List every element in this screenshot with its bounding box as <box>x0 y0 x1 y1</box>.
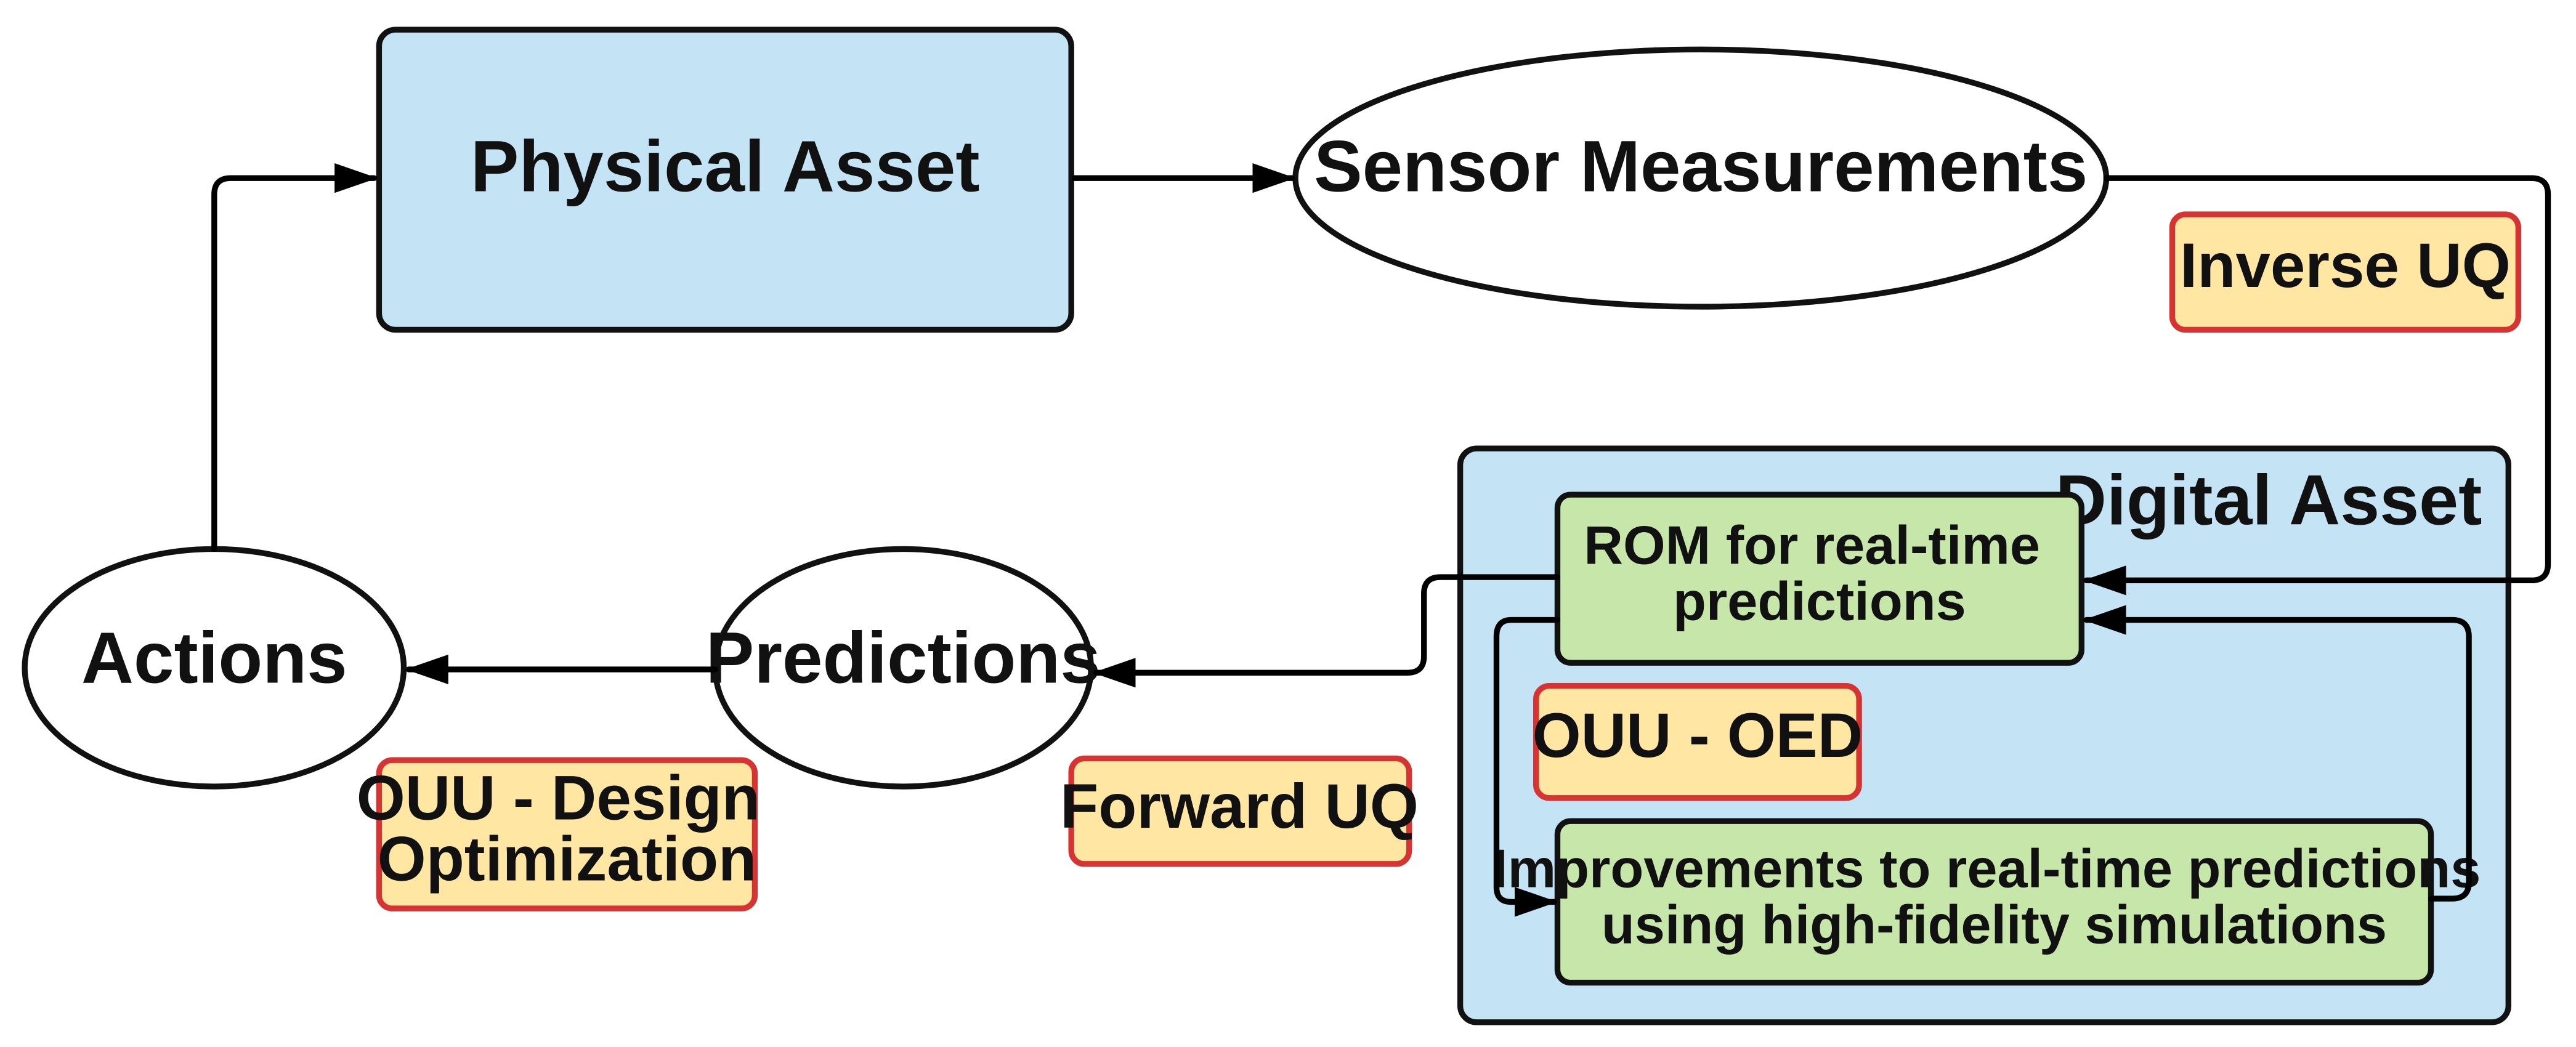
edge-sensor-to-rom <box>2083 175 2551 596</box>
edge-rom-to-predictions <box>1092 574 1561 688</box>
edge-improvements-to-rom <box>2083 605 2472 902</box>
ouu-oed-label: OUU - OED <box>1533 700 1863 770</box>
improvements-node[interactable] <box>1554 818 2434 986</box>
digital-asset-title: Digital Asset <box>2056 461 2482 540</box>
inverse-uq-tag-box <box>2169 211 2522 333</box>
physical-asset-label: Physical Asset <box>471 126 980 207</box>
sensor-measurements-label: Sensor Measurements <box>1314 126 2088 207</box>
ouu-oed-tag: OUU - OED <box>1533 683 1863 801</box>
actions-label: Actions <box>81 616 347 698</box>
forward-uq-label: Forward UQ <box>1060 771 1419 841</box>
ouu-oed-tag-box <box>1533 683 1862 801</box>
ouu-design-tag: OUU - Design Optimization <box>357 757 777 912</box>
improvements-label: Improvements to real-time predictions us… <box>1493 838 2496 955</box>
forward-uq-tag-box <box>1068 755 1412 867</box>
rom-label: ROM for real-time predictions <box>1584 515 2055 632</box>
ouu-design-label: OUU - Design Optimization <box>357 763 777 894</box>
ouu-design-tag-box <box>376 757 758 912</box>
predictions-label: Predictions <box>706 616 1101 698</box>
inverse-uq-label: Inverse UQ <box>2180 230 2511 301</box>
physical-asset-node[interactable] <box>376 26 1074 333</box>
edge-rom-to-improvements <box>1493 616 1561 917</box>
edge-actions-to-physical <box>211 163 378 552</box>
inverse-uq-tag: Inverse UQ <box>2169 211 2522 333</box>
forward-uq-tag: Forward UQ <box>1060 755 1419 867</box>
